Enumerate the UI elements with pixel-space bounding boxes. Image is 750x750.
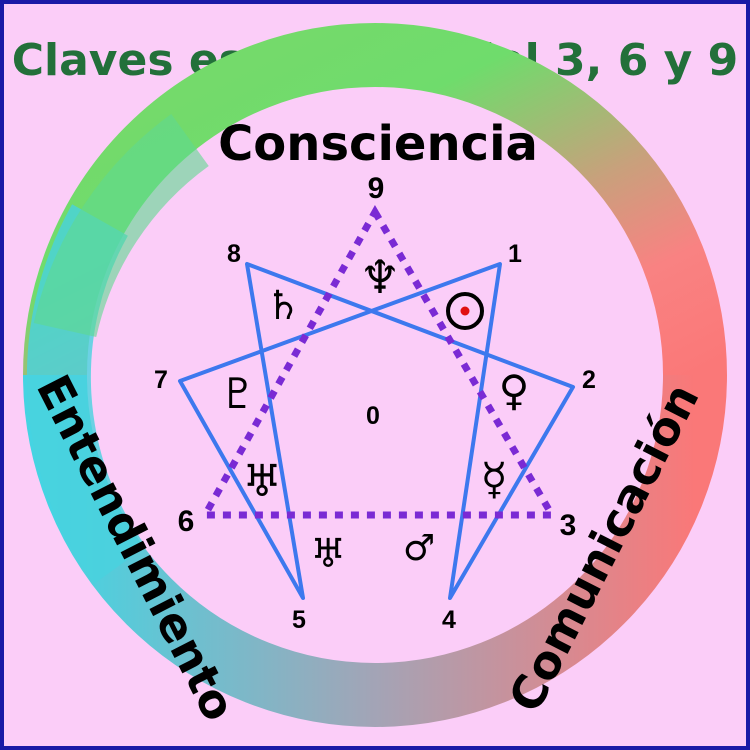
number-5: 5	[292, 606, 306, 634]
moon-node-icon: ♅	[310, 531, 346, 577]
number-6: 6	[178, 505, 195, 538]
number-3: 3	[560, 509, 577, 542]
number-4: 4	[442, 606, 456, 634]
label-consciencia: Consciencia	[218, 116, 538, 172]
triangle-369	[199, 204, 559, 519]
pluto-icon: ♇	[219, 369, 257, 418]
neptune-icon: ♆	[359, 250, 400, 304]
number-0: 0	[366, 402, 380, 430]
number-9: 9	[368, 172, 385, 205]
number-1: 1	[508, 240, 522, 268]
number-8: 8	[227, 240, 241, 268]
mercury-icon: ☿	[480, 454, 507, 505]
mars-icon: ♂	[403, 528, 435, 569]
venus-icon: ♀	[499, 366, 530, 415]
hexad-lines	[178, 262, 575, 600]
label-entendimiento: Entendimiento	[26, 366, 247, 729]
uranus-icon: ♅	[242, 456, 281, 507]
ring-left-green	[33, 114, 210, 338]
saturn-icon: ♄	[265, 283, 301, 329]
sun-icon	[446, 292, 484, 330]
number-7: 7	[154, 366, 168, 394]
number-2: 2	[582, 366, 596, 394]
